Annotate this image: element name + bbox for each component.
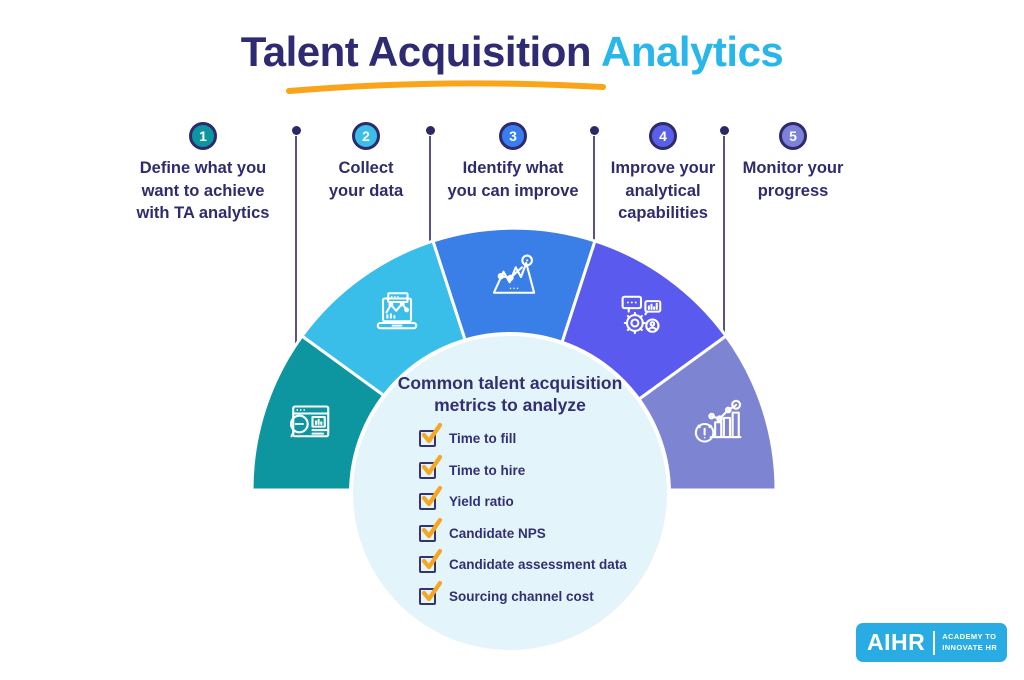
check-icon bbox=[421, 548, 443, 570]
step-item-5: 5 Monitor your progress bbox=[713, 122, 873, 202]
step-number-badge: 5 bbox=[779, 122, 807, 150]
growth-chart-icon bbox=[486, 249, 542, 305]
logo-tagline-line2: INNOVATE HR bbox=[942, 642, 998, 652]
metric-checkbox bbox=[419, 580, 443, 605]
step-label: Collect your data bbox=[328, 159, 404, 200]
metric-label: Sourcing channel cost bbox=[449, 588, 594, 604]
metric-checkbox bbox=[419, 517, 443, 542]
title-accent: Analytics bbox=[601, 28, 784, 75]
step-number-badge: 4 bbox=[649, 122, 677, 150]
step-label: Define what you want to achieve with TA … bbox=[136, 159, 270, 222]
metric-checkbox bbox=[419, 548, 443, 573]
step-divider bbox=[723, 136, 725, 332]
logo-divider bbox=[933, 630, 936, 655]
step-item-4: 4 Improve your analytical capabilities bbox=[588, 122, 738, 225]
step-label: Monitor your progress bbox=[742, 159, 844, 200]
metrics-circle: Common talent acquisition metrics to ana… bbox=[349, 332, 671, 654]
title-main: Talent Acquisition bbox=[240, 28, 592, 75]
check-icon bbox=[421, 517, 443, 538]
metric-row: Sourcing channel cost bbox=[419, 580, 667, 605]
step-label: Identify what you can improve bbox=[447, 159, 579, 200]
performance-gauge-icon bbox=[688, 396, 744, 452]
metric-label: Time to hire bbox=[449, 462, 526, 478]
metric-row: Yield ratio bbox=[419, 485, 667, 510]
step-number-badge: 1 bbox=[189, 122, 217, 150]
check-icon bbox=[421, 580, 443, 601]
check-icon bbox=[421, 485, 443, 507]
metric-label: Time to fill bbox=[449, 431, 517, 446]
step-divider bbox=[429, 136, 431, 241]
brand-text: AIHR bbox=[867, 629, 926, 655]
step-divider bbox=[593, 136, 595, 240]
metric-row: Time to hire bbox=[419, 454, 667, 479]
metric-row: Time to fill bbox=[419, 422, 667, 447]
check-icon bbox=[421, 422, 443, 444]
metric-label: Candidate NPS bbox=[449, 525, 546, 541]
divider-dot bbox=[292, 126, 301, 135]
metric-row: Candidate NPS bbox=[419, 517, 667, 542]
metrics-heading: Common talent acquisition metrics to ana… bbox=[397, 373, 623, 415]
divider-dot bbox=[720, 126, 729, 135]
logo-tagline: ACADEMY TO INNOVATE HR bbox=[942, 632, 997, 652]
metric-label: Yield ratio bbox=[449, 494, 514, 509]
laptop-chart-icon bbox=[369, 288, 425, 344]
aihr-logo: AIHR ACADEMY TO INNOVATE HR bbox=[856, 623, 1007, 662]
process-gears-icon bbox=[613, 288, 669, 344]
metric-checkbox bbox=[419, 454, 443, 479]
metric-label: Candidate assessment data bbox=[449, 557, 627, 572]
step-divider bbox=[295, 136, 297, 344]
metric-row: Candidate assessment data bbox=[419, 548, 667, 573]
metric-checkbox bbox=[419, 485, 443, 510]
metrics-list: Time to fill Time to hire Yield ratio Ca… bbox=[419, 422, 667, 605]
step-item-3: 3 Identify what you can improve bbox=[423, 122, 603, 202]
analytics-search-icon bbox=[281, 396, 337, 452]
metric-checkbox bbox=[419, 422, 443, 447]
step-number-badge: 2 bbox=[352, 122, 380, 150]
step-number-badge: 3 bbox=[499, 122, 527, 150]
step-item-1: 1 Define what you want to achieve with T… bbox=[108, 122, 298, 225]
step-label: Improve your analytical capabilities bbox=[610, 159, 716, 222]
divider-dot bbox=[590, 126, 599, 135]
step-item-2: 2 Collect your data bbox=[296, 122, 436, 202]
divider-dot bbox=[426, 126, 435, 135]
check-icon bbox=[421, 454, 443, 475]
logo-tagline-line1: ACADEMY TO bbox=[942, 632, 997, 642]
